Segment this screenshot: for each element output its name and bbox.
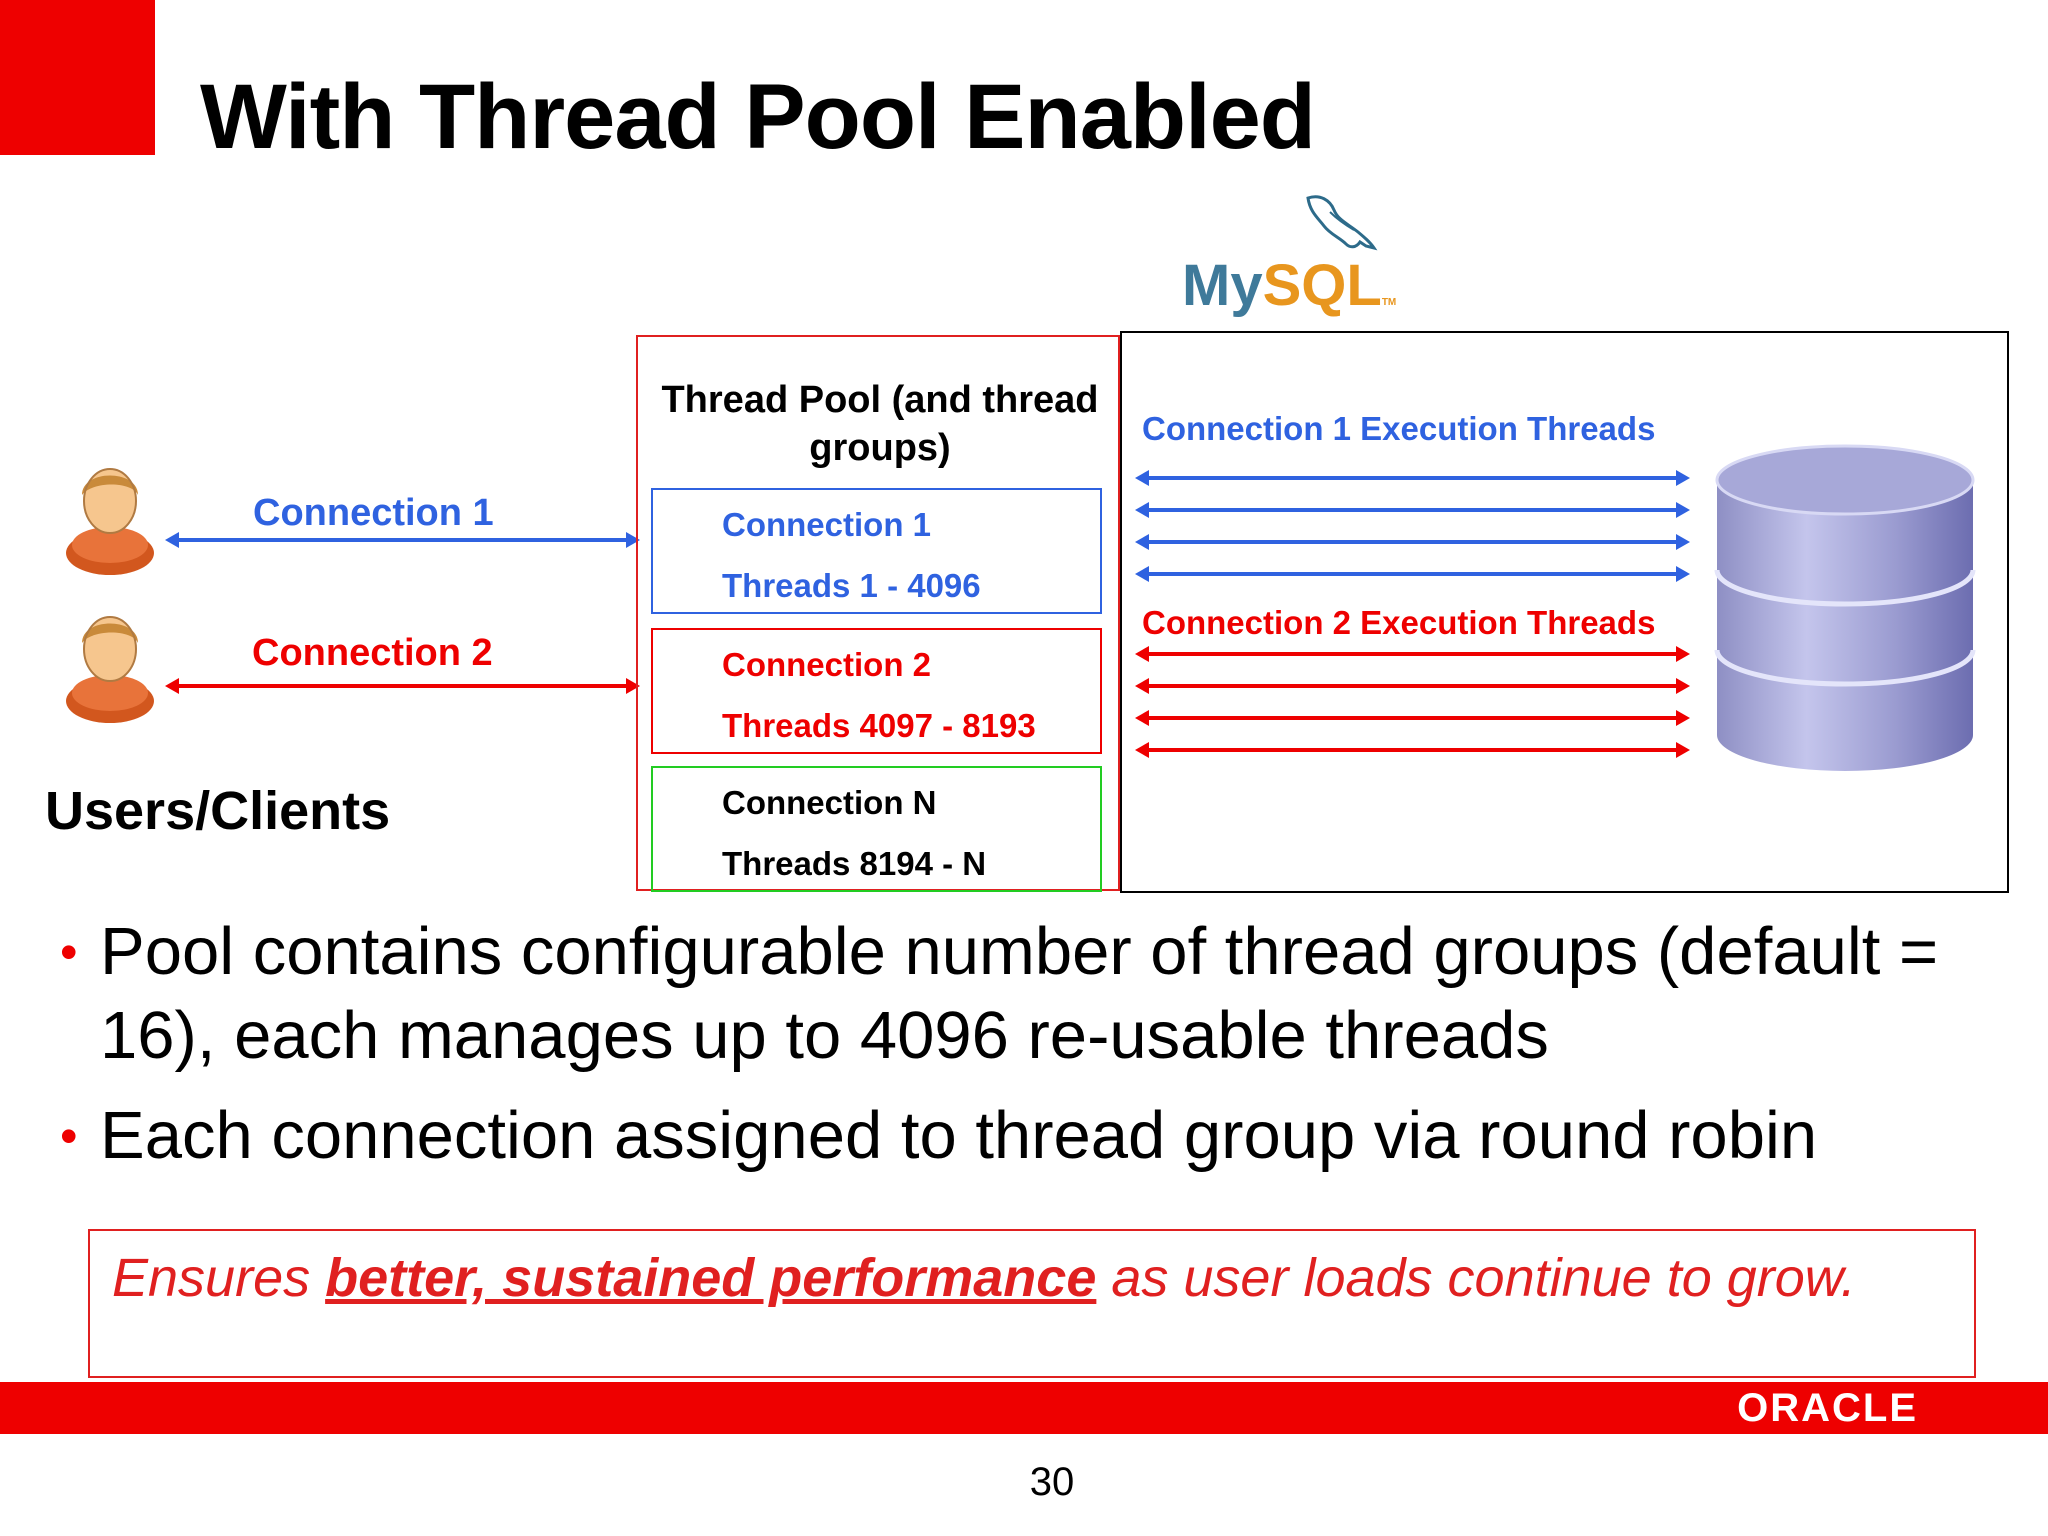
- connection-2-execution-arrows: [1135, 646, 1690, 758]
- thread-group-1-connection: Connection 1: [722, 506, 932, 543]
- callout-box: Ensures better, sustained performance as…: [88, 1229, 1976, 1378]
- execution-arrows: [1135, 470, 1690, 758]
- thread-group-2-threads: Threads 4097 - 8193: [722, 707, 1036, 744]
- thread-group-n-threads: Threads 8194 - N: [722, 845, 987, 882]
- dolphin-icon: [1306, 195, 1378, 251]
- database-icon: [1705, 440, 1985, 780]
- mysql-tm: TM: [1381, 297, 1397, 308]
- bullet-item: • Pool contains configurable number of t…: [60, 910, 2000, 1078]
- user-icon: [62, 455, 158, 575]
- thread-group-2-connection: Connection 2: [722, 646, 932, 683]
- mysql-sql: SQL: [1262, 253, 1382, 318]
- thread-group-n: Connection N Threads 8194 - N: [651, 766, 1102, 892]
- client-connection-2-arrow: [165, 678, 640, 694]
- client-connection-2-label: Connection 2: [252, 632, 493, 674]
- client-connection-1-label: Connection 1: [253, 492, 494, 534]
- corner-accent: [0, 0, 155, 155]
- slide-title: With Thread Pool Enabled: [200, 66, 1316, 168]
- bullet-dot-icon: •: [60, 1108, 78, 1164]
- user-icon: [62, 603, 158, 723]
- mysql-logo: MySQLTM: [1180, 190, 1400, 320]
- thread-group-2: Connection 2 Threads 4097 - 8193: [651, 628, 1102, 754]
- execution-threads-1-label: Connection 1 Execution Threads: [1142, 410, 1656, 447]
- users-clients-label: Users/Clients: [45, 781, 391, 841]
- thread-pool-title: Thread Pool (and thread groups): [661, 379, 1099, 469]
- connection-1-execution-arrows: [1135, 470, 1690, 582]
- callout-emphasis: better, sustained performance: [325, 1248, 1097, 1308]
- footer-bar: [0, 1382, 2048, 1434]
- thread-group-1: Connection 1 Threads 1 - 4096: [651, 488, 1102, 614]
- callout-before: Ensures: [112, 1248, 326, 1308]
- oracle-logo: ORACLE: [1737, 1386, 1918, 1430]
- thread-group-n-connection: Connection N: [722, 784, 937, 821]
- page-number: 30: [1029, 1460, 1075, 1504]
- thread-group-1-threads: Threads 1 - 4096: [722, 567, 981, 604]
- client-connection-1-arrow: [165, 532, 640, 548]
- execution-threads-2-label: Connection 2 Execution Threads: [1142, 604, 1656, 641]
- bullet-list: • Pool contains configurable number of t…: [60, 910, 2000, 1194]
- execution-threads-box: [1120, 331, 2009, 893]
- bullet-item: • Each connection assigned to thread gro…: [60, 1094, 2000, 1178]
- bullet-text: Each connection assigned to thread group…: [100, 1098, 1818, 1173]
- mysql-my: My: [1182, 253, 1263, 318]
- bullet-text: Pool contains configurable number of thr…: [100, 914, 1939, 1073]
- bullet-dot-icon: •: [60, 924, 78, 980]
- callout-after: as user loads continue to grow.: [1096, 1248, 1856, 1308]
